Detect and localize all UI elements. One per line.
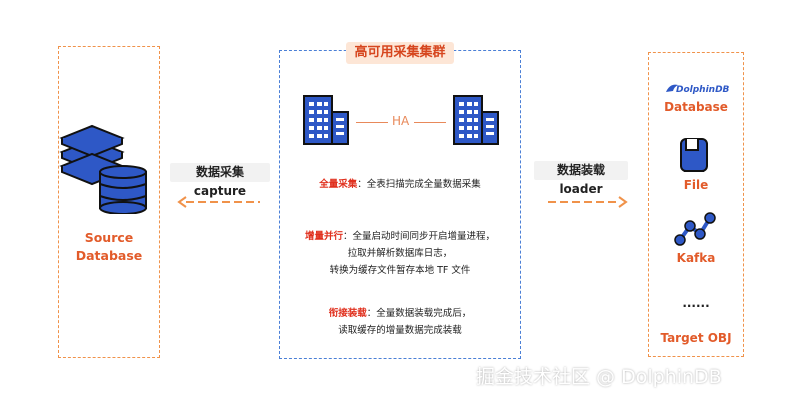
- incremental-line3: 转换为缓存文件暂存本地 TF 文件: [329, 265, 471, 276]
- target-database-label: Database: [664, 100, 728, 114]
- full-collect-desc: 全量采集：全表扫描完成全量数据采集: [282, 176, 518, 193]
- loader-tag: 数据装载 loader: [534, 161, 628, 196]
- target-footer-label: Target OBJ: [660, 331, 732, 345]
- source-label-line2: Database: [75, 248, 143, 263]
- dolphindb-logo: DolphinDB: [664, 80, 730, 95]
- cluster-title: 高可用采集集群: [346, 42, 454, 64]
- target-ellipsis: ......: [682, 296, 710, 310]
- database-stack-icon: [56, 122, 152, 215]
- source-label-line1: Source: [84, 230, 134, 245]
- loader-arrow: [546, 196, 628, 208]
- ha-line-right: [414, 122, 446, 123]
- incremental-highlight: 增量并行: [304, 231, 343, 242]
- source-panel: [58, 46, 160, 358]
- file-icon: [678, 136, 712, 174]
- building-icon: [452, 94, 500, 146]
- watermark: 掘金技术社区 @ DolphinDB: [476, 366, 722, 388]
- incremental-line2: 拉取并解析数据库日志，: [347, 248, 453, 259]
- target-kafka-label: Kafka: [676, 251, 716, 265]
- full-collect-text: ：全表扫描完成全量数据采集: [357, 179, 481, 190]
- building-icon: [302, 94, 350, 146]
- source-label: Source Database: [58, 229, 160, 265]
- join-load-line1: ：全量数据装载完成后，: [366, 308, 472, 319]
- target-panel: [648, 52, 744, 357]
- incremental-desc: 增量并行：全量启动时间同步开启增量进程， 拉取并解析数据库日志， 转换为缓存文件…: [282, 228, 518, 279]
- full-collect-highlight: 全量采集: [319, 179, 358, 190]
- capture-arrow: [176, 196, 262, 208]
- dolphindb-logo-text: DolphinDB: [676, 85, 730, 95]
- ha-line-left: [356, 122, 388, 123]
- kafka-icon: [674, 212, 716, 246]
- ha-label: HA: [392, 114, 410, 128]
- target-file-label: File: [683, 178, 709, 192]
- join-load-highlight: 衔接装载: [328, 308, 367, 319]
- incremental-line1: ：全量启动时间同步开启增量进程，: [343, 231, 496, 242]
- join-load-line2: 读取缓存的增量数据完成装载: [338, 325, 462, 336]
- capture-tag: 数据采集 capture: [170, 163, 270, 198]
- join-load-desc: 衔接装载：全量数据装载完成后， 读取缓存的增量数据完成装载: [282, 305, 518, 339]
